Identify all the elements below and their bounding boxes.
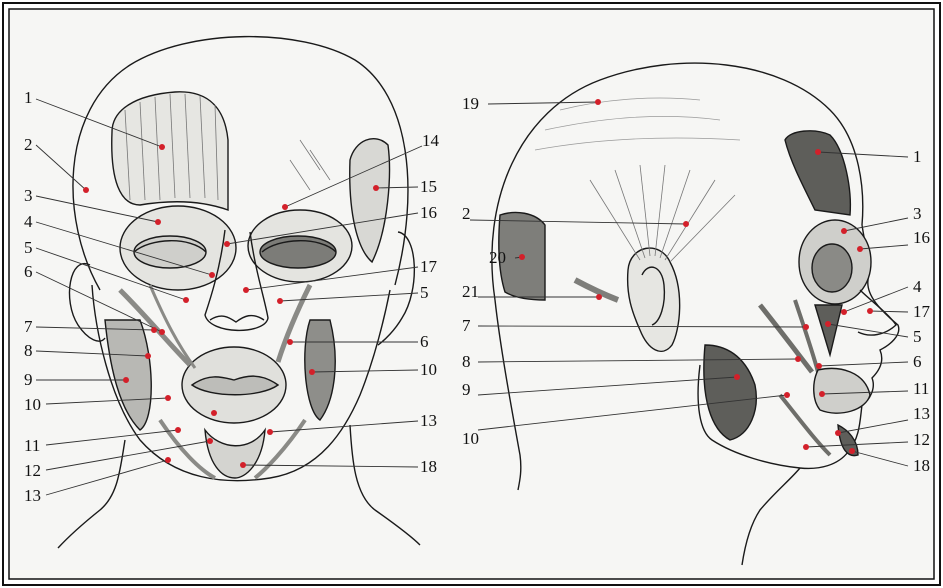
label-front-3: 3 xyxy=(24,187,33,204)
marker-front-17 xyxy=(243,287,249,293)
label-side-13: 13 xyxy=(913,405,930,422)
marker-front-10 xyxy=(165,395,171,401)
label-side-17: 17 xyxy=(913,303,930,320)
label-front-17: 17 xyxy=(420,258,437,275)
label-front-18: 18 xyxy=(420,458,437,475)
label-side-2: 2 xyxy=(462,205,471,222)
label-side-10: 10 xyxy=(462,430,479,447)
label-side-19: 19 xyxy=(462,95,479,112)
label-side-18: 18 xyxy=(913,457,930,474)
marker-side-17 xyxy=(867,308,873,314)
marker-side-1 xyxy=(815,149,821,155)
label-front-6r: 6 xyxy=(420,333,429,350)
label-front-7: 7 xyxy=(24,318,33,335)
marker-side-11 xyxy=(819,391,825,397)
marker-side-21 xyxy=(596,294,602,300)
marker-front-mouth xyxy=(211,410,217,416)
label-side-21: 21 xyxy=(462,283,479,300)
marker-side-5 xyxy=(825,321,831,327)
marker-side-18 xyxy=(849,448,855,454)
label-side-16: 16 xyxy=(913,229,930,246)
label-front-15: 15 xyxy=(420,178,437,195)
label-front-14: 14 xyxy=(422,132,439,149)
marker-side-13 xyxy=(835,430,841,436)
label-side-4: 4 xyxy=(913,278,922,295)
marker-side-6 xyxy=(816,363,822,369)
label-front-10r: 10 xyxy=(420,361,437,378)
label-front-11: 11 xyxy=(24,437,40,454)
marker-side-12 xyxy=(803,444,809,450)
label-front-13: 13 xyxy=(24,487,41,504)
marker-front-11 xyxy=(175,427,181,433)
marker-front-3 xyxy=(155,219,161,225)
label-side-3: 3 xyxy=(913,205,922,222)
label-front-4: 4 xyxy=(24,213,33,230)
label-side-5: 5 xyxy=(913,328,922,345)
marker-front-13 xyxy=(165,457,171,463)
marker-side-20 xyxy=(519,254,525,260)
label-side-1: 1 xyxy=(913,148,922,165)
marker-side-4 xyxy=(841,309,847,315)
label-front-16: 16 xyxy=(420,204,437,221)
marker-front-12 xyxy=(207,438,213,444)
label-front-6: 6 xyxy=(24,263,33,280)
marker-front-5r xyxy=(277,298,283,304)
marker-front-9 xyxy=(123,377,129,383)
label-side-9: 9 xyxy=(462,381,471,398)
marker-front-14 xyxy=(282,204,288,210)
label-side-20: 20 xyxy=(489,249,506,266)
marker-side-19 xyxy=(595,99,601,105)
marker-front-7 xyxy=(151,327,157,333)
marker-side-2 xyxy=(683,221,689,227)
label-side-11: 11 xyxy=(913,380,929,397)
marker-front-6r xyxy=(287,339,293,345)
marker-front-5 xyxy=(183,297,189,303)
marker-side-10 xyxy=(784,392,790,398)
marker-side-7 xyxy=(803,324,809,330)
marker-side-8 xyxy=(795,356,801,362)
marker-front-4 xyxy=(209,272,215,278)
marker-front-10r xyxy=(309,369,315,375)
label-side-7: 7 xyxy=(462,317,471,334)
marker-front-2 xyxy=(83,187,89,193)
marker-front-16 xyxy=(224,241,230,247)
label-front-9: 9 xyxy=(24,371,33,388)
label-front-13r: 13 xyxy=(420,412,437,429)
label-side-6: 6 xyxy=(913,353,922,370)
marker-front-18 xyxy=(240,462,246,468)
label-front-10: 10 xyxy=(24,396,41,413)
marker-front-6 xyxy=(159,329,165,335)
marker-front-8 xyxy=(145,353,151,359)
label-front-1: 1 xyxy=(24,89,33,106)
label-side-8: 8 xyxy=(462,353,471,370)
label-side-12: 12 xyxy=(913,431,930,448)
marker-side-16 xyxy=(857,246,863,252)
side-eye xyxy=(812,244,852,292)
label-front-8: 8 xyxy=(24,342,33,359)
label-front-5r: 5 xyxy=(420,284,429,301)
marker-side-3 xyxy=(841,228,847,234)
label-front-5: 5 xyxy=(24,239,33,256)
label-front-12: 12 xyxy=(24,462,41,479)
marker-side-9 xyxy=(734,374,740,380)
marker-front-15 xyxy=(373,185,379,191)
marker-front-13r xyxy=(267,429,273,435)
label-front-2: 2 xyxy=(24,136,33,153)
marker-front-1 xyxy=(159,144,165,150)
